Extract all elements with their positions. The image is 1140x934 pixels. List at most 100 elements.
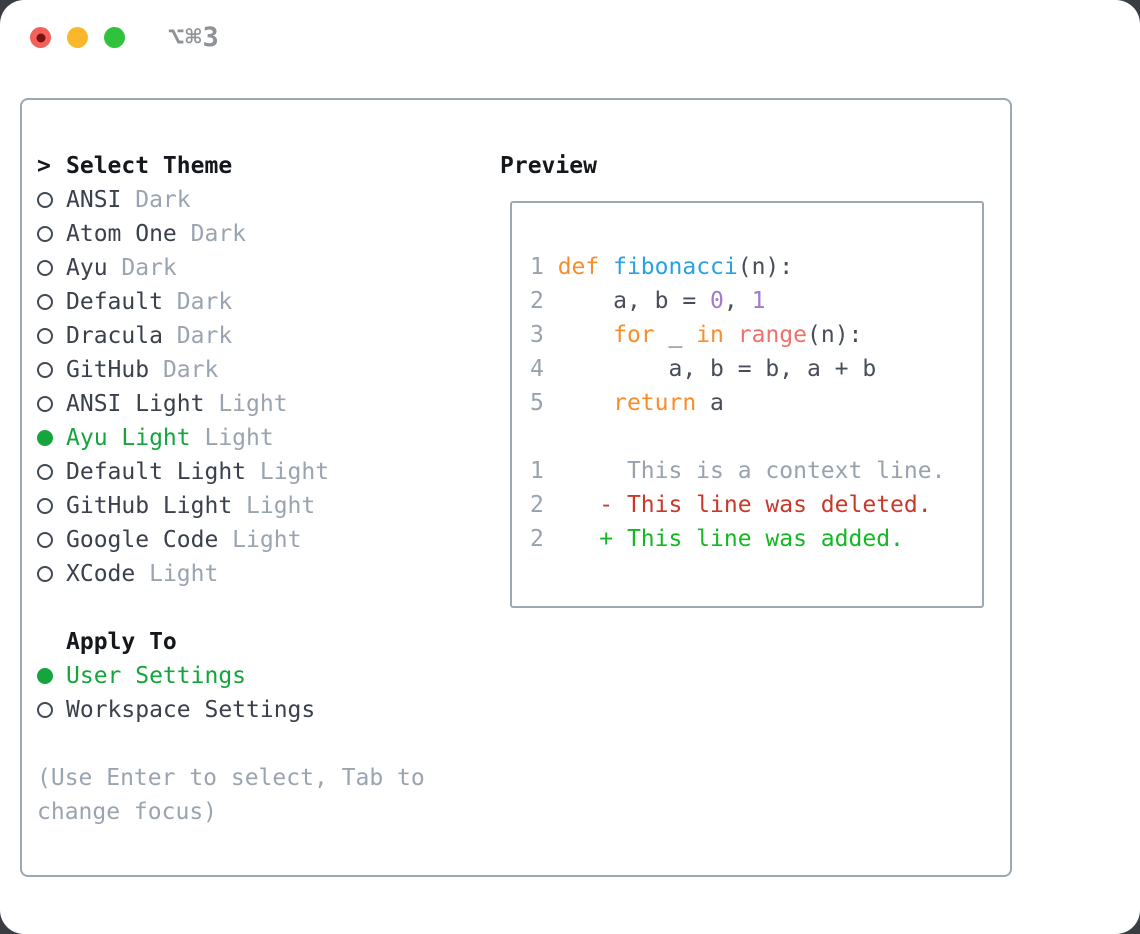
token-number: 1: [751, 288, 766, 314]
code-sample-line: 1 def fibonacci(n):: [530, 250, 982, 284]
zoom-button[interactable]: [104, 27, 125, 48]
theme-option-label: GitHub: [66, 357, 150, 383]
minimize-button[interactable]: [67, 27, 88, 48]
apply-to-title: Apply To: [66, 629, 177, 655]
radio-unselected-icon: [37, 532, 53, 548]
radio-unselected-icon: [37, 464, 53, 480]
titlebar: ⌥⌘3: [0, 0, 1140, 98]
theme-option-github[interactable]: GitHub Dark: [37, 353, 477, 387]
spacer: [37, 591, 477, 625]
theme-option-atom-one[interactable]: Atom One Dark: [37, 217, 477, 251]
theme-option-github-light[interactable]: GitHub Light Light: [37, 489, 477, 523]
token-lineno: 2: [530, 492, 558, 518]
theme-option-variant: Dark: [162, 289, 233, 315]
close-button[interactable]: [30, 27, 51, 48]
theme-option-variant: Light: [218, 527, 302, 553]
theme-option-label: Default Light: [66, 459, 247, 485]
radio-selected-icon: [37, 430, 66, 446]
token-plain: _: [654, 322, 697, 348]
theme-option-variant: Light: [246, 459, 330, 485]
theme-option-variant: Light: [135, 561, 219, 587]
radio-unselected-icon: [37, 566, 53, 582]
close-button-dot-icon: [36, 33, 45, 42]
theme-option-ansi[interactable]: ANSI Dark: [37, 183, 477, 217]
radio-unselected-icon: [37, 396, 66, 412]
apply-option-user-settings[interactable]: User Settings: [37, 659, 477, 693]
theme-option-ayu[interactable]: Ayu Dark: [37, 251, 477, 285]
radio-unselected-icon: [37, 498, 53, 514]
theme-option-label: ANSI: [66, 187, 122, 213]
radio-selected-icon: [37, 668, 53, 684]
token-lineno: 3: [530, 322, 558, 348]
code-sample-line: 3 for _ in range(n):: [530, 318, 982, 352]
theme-option-default[interactable]: Default Dark: [37, 285, 477, 319]
theme-option-dracula[interactable]: Dracula Dark: [37, 319, 477, 353]
theme-option-variant: Light: [204, 391, 288, 417]
theme-option-default-light[interactable]: Default Light Light: [37, 455, 477, 489]
radio-unselected-icon: [37, 396, 53, 412]
token-plain: (n):: [807, 322, 863, 348]
radio-unselected-icon: [37, 532, 66, 548]
diff-sample-line: 2 + This line was added.: [530, 522, 982, 556]
theme-option-label: Ayu Light: [66, 425, 191, 451]
code-sample-line: 2 a, b = 0, 1: [530, 284, 982, 318]
token-plain: a, b = b, a + b: [557, 356, 877, 382]
radio-unselected-icon: [37, 192, 53, 208]
spacer: [37, 727, 477, 761]
theme-option-ayu-light[interactable]: Ayu Light Light: [37, 421, 477, 455]
apply-option-label: Workspace Settings: [66, 697, 316, 723]
token-keyword: def: [557, 254, 600, 280]
theme-option-variant: Light: [232, 493, 316, 519]
theme-option-google-code[interactable]: Google Code Light: [37, 523, 477, 557]
theme-option-label: ANSI Light: [66, 391, 205, 417]
theme-option-label: GitHub Light: [66, 493, 233, 519]
theme-option-ansi-light[interactable]: ANSI Light Light: [37, 387, 477, 421]
radio-unselected-icon: [37, 702, 53, 718]
radio-unselected-icon: [37, 362, 53, 378]
diff-sample-line: 2 - This line was deleted.: [530, 488, 982, 522]
code-sample-line: 4 a, b = b, a + b: [530, 352, 982, 386]
apply-option-label: User Settings: [66, 663, 247, 689]
token-plain: [558, 390, 613, 416]
theme-option-label: Ayu: [66, 255, 108, 281]
token-plain: [724, 322, 738, 348]
token-added: + This line was added.: [557, 526, 904, 552]
token-deleted: - This line was deleted.: [557, 492, 932, 518]
token-plain: [558, 322, 613, 348]
apply-option-workspace-settings[interactable]: Workspace Settings: [37, 693, 477, 727]
token-keyword: for: [613, 322, 655, 348]
theme-option-label: Atom One: [66, 221, 177, 247]
radio-unselected-icon: [37, 362, 66, 378]
token-lineno: 4: [530, 356, 558, 382]
code-sample-line: 5 return a: [530, 386, 982, 420]
blank-line: [530, 420, 982, 454]
theme-option-xcode[interactable]: XCode Light: [37, 557, 477, 591]
token-lineno: 1: [530, 254, 558, 280]
traffic-lights: [30, 27, 125, 48]
window-title: ⌥⌘3: [168, 22, 220, 53]
token-plain: [599, 254, 613, 280]
radio-unselected-icon: [37, 498, 66, 514]
radio-unselected-icon: [37, 226, 53, 242]
select-theme-header-row: > Select Theme: [37, 149, 477, 183]
token-builtin: range: [737, 322, 807, 348]
radio-unselected-icon: [37, 328, 66, 344]
radio-unselected-icon: [37, 294, 53, 310]
token-plain: ,: [723, 288, 752, 314]
token-plain: a, b =: [557, 288, 711, 314]
theme-option-label: Default: [66, 289, 163, 315]
theme-option-label: XCode: [66, 561, 136, 587]
radio-unselected-icon: [37, 566, 66, 582]
help-text: (Use Enter to select, Tab to change focu…: [37, 765, 425, 825]
diff-sample-line: 1 This is a context line.: [530, 454, 982, 488]
theme-option-label: Dracula: [66, 323, 163, 349]
radio-selected-icon: [37, 668, 66, 684]
token-lineno: 2: [530, 288, 558, 314]
prompt-icon: >: [37, 153, 51, 179]
radio-unselected-icon: [37, 226, 66, 242]
